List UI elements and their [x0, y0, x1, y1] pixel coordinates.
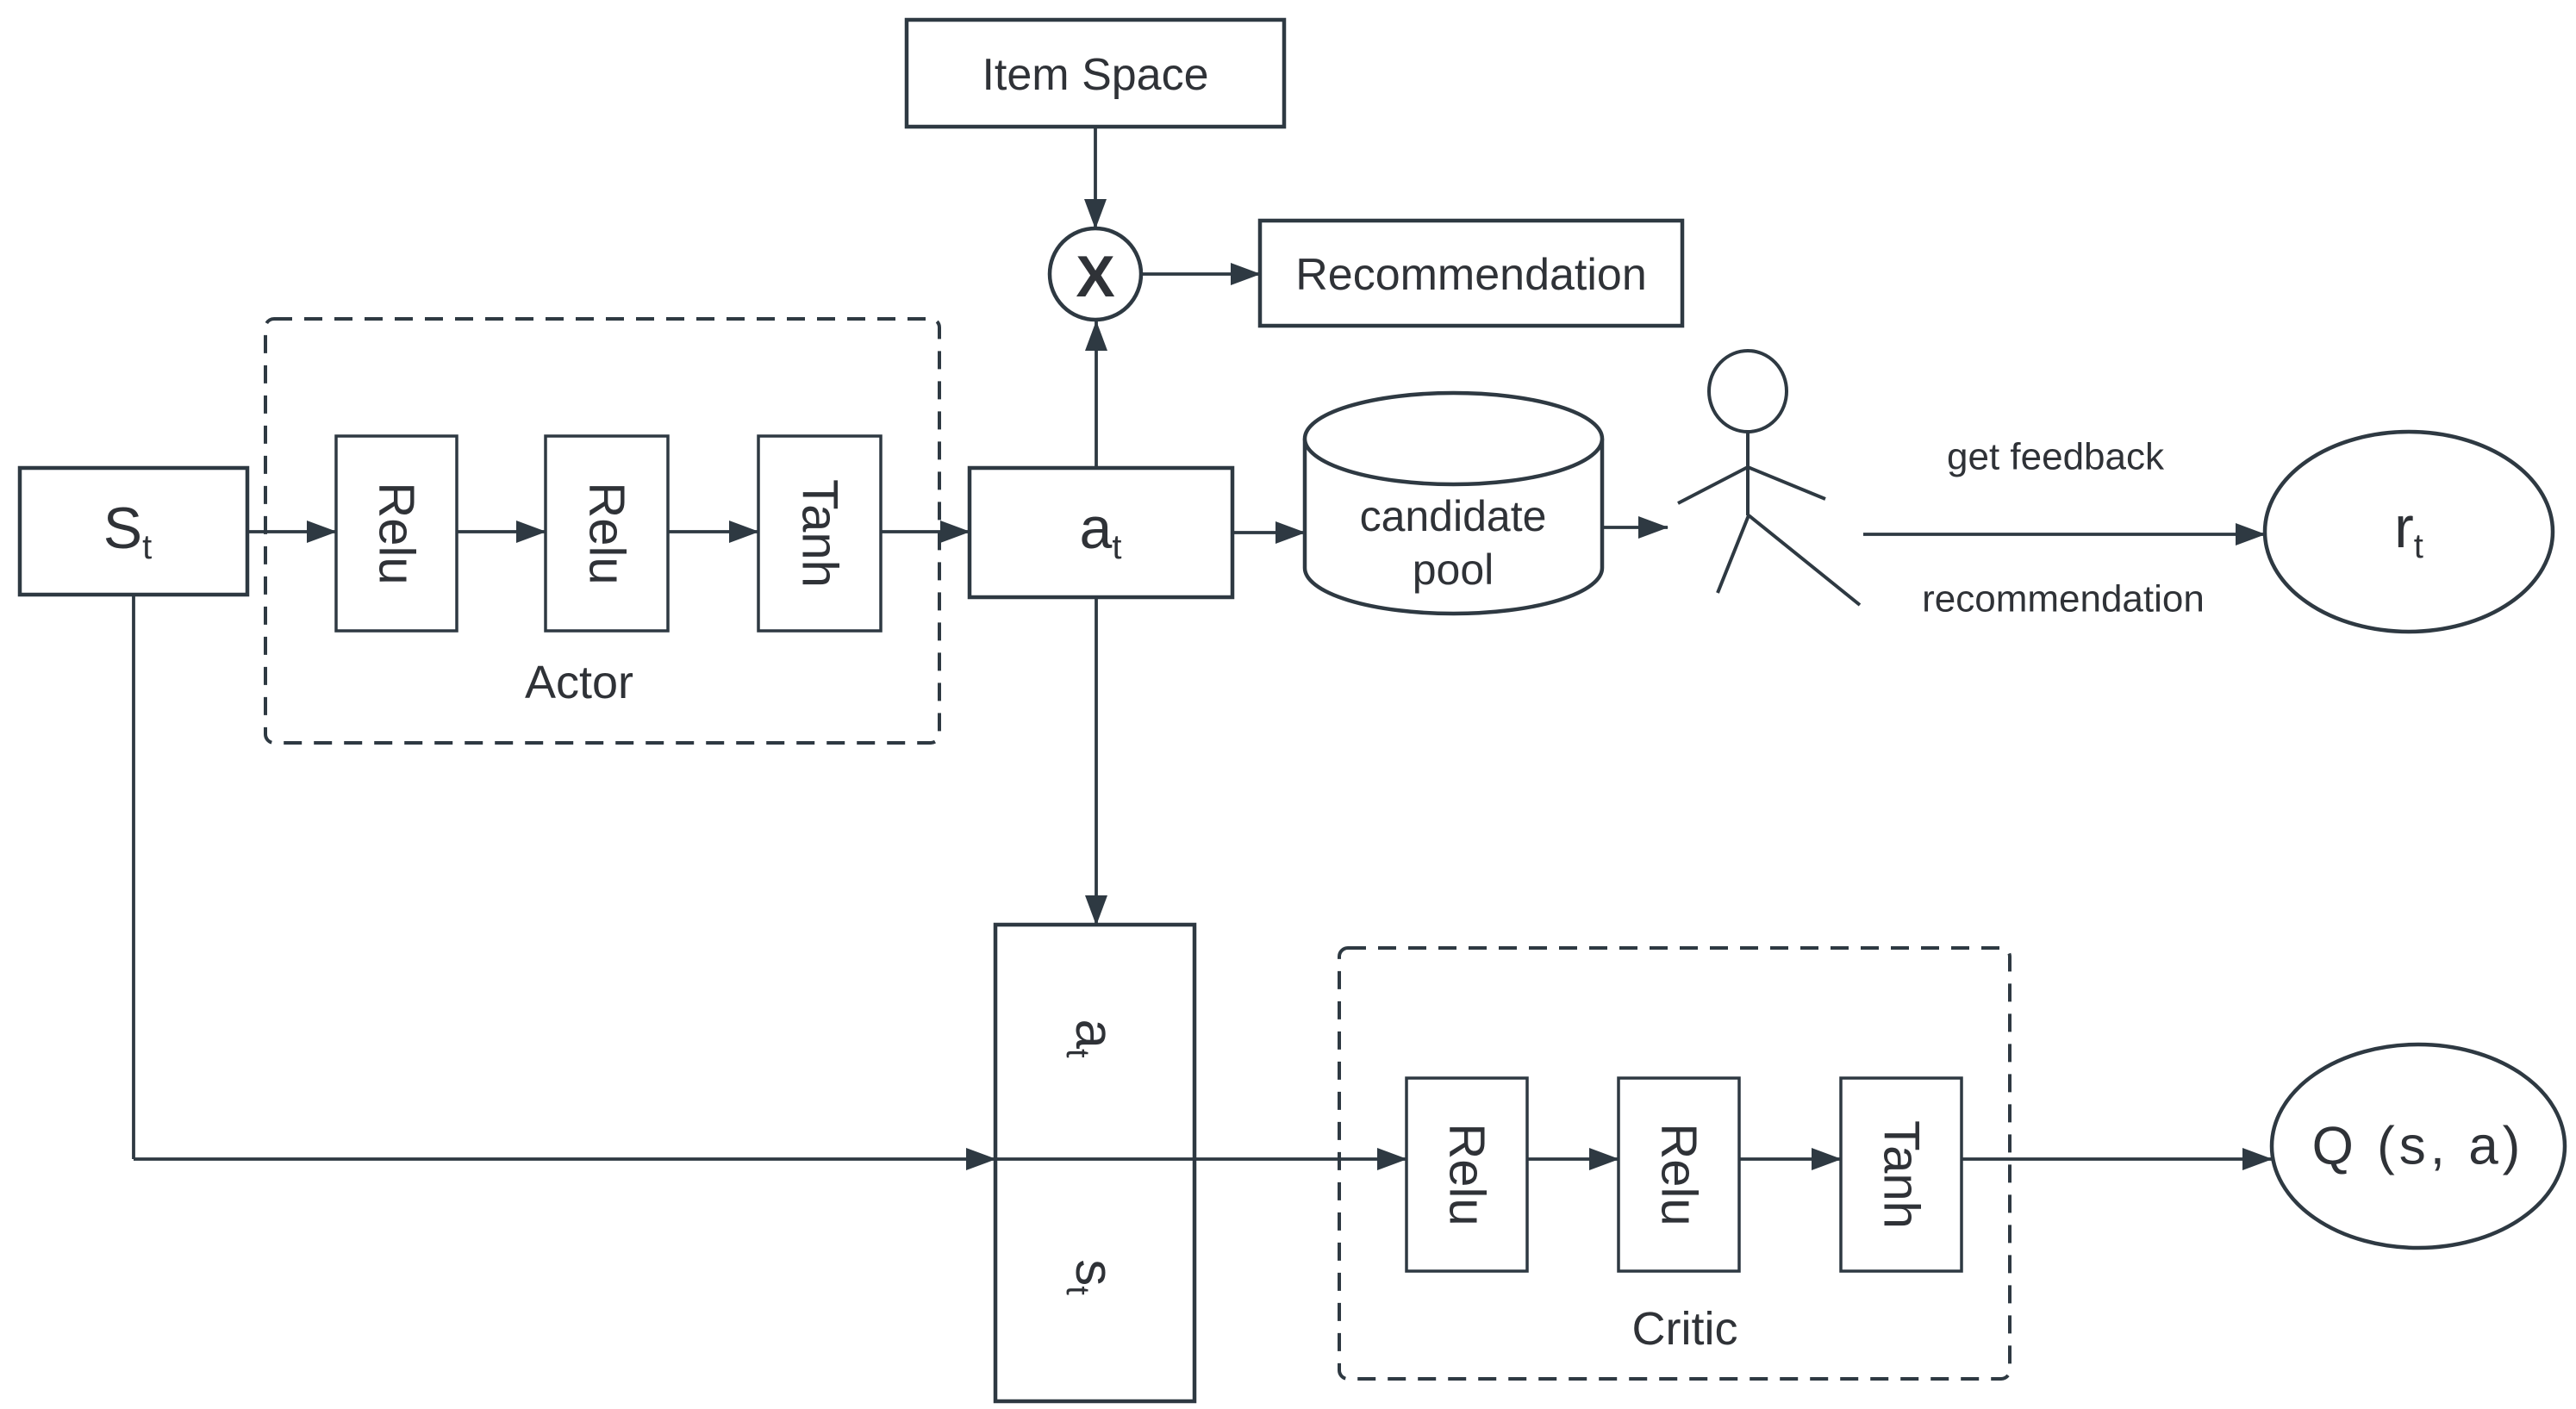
recommendation-node: Recommendation [1257, 218, 1685, 328]
critic-group: Critic Relu Relu Tanh [1338, 946, 2012, 1381]
critic-layer-relu2-label: Relu [1651, 1123, 1707, 1225]
critic-layer-tanh-label: Tanh [1874, 1120, 1930, 1229]
recommendation-box [1257, 218, 1685, 328]
user-right-leg [1747, 514, 1862, 607]
action-node: at [967, 465, 1235, 600]
candidate-pool-label-line1: candidate [1360, 492, 1547, 540]
actor-layer-tanh-box [757, 434, 883, 633]
recommendation-box-label: Recommendation [1295, 250, 1647, 300]
actor-group: Actor Relu Relu Tanh [264, 317, 941, 745]
concat-box [993, 922, 1197, 1404]
user-left-arm [1677, 465, 1749, 505]
concat-top-label: at [1059, 1019, 1125, 1057]
user-figure [1677, 349, 1862, 607]
state-label: St [103, 496, 152, 566]
multiply-node: X [1047, 226, 1144, 322]
reward-node: rt [2262, 429, 2555, 634]
candidate-pool-cylinder-top [1302, 390, 1605, 487]
user-right-arm [1747, 465, 1826, 501]
critic-layer-relu1-box [1405, 1076, 1529, 1273]
q-value-node: Q (s, a) [2269, 1042, 2567, 1250]
edge-label-get-feedback: get feedback [1947, 436, 2165, 478]
user-head [1707, 349, 1788, 433]
state-node: St [17, 465, 250, 597]
candidate-pool-node: candidate pool [1302, 390, 1605, 616]
critic-layer-relu2-box [1617, 1076, 1741, 1273]
item-space-node: Item Space [904, 17, 1287, 129]
actor-title: Actor [525, 657, 633, 708]
reward-label: rt [2394, 495, 2423, 565]
candidate-pool-label-line2: pool [1413, 546, 1494, 594]
actor-layer-relu2-label: Relu [579, 482, 635, 584]
critic-dashed-box [1338, 946, 2012, 1381]
candidate-pool-cylinder-body [1302, 439, 1605, 616]
concat-bottom-label: st [1059, 1259, 1125, 1295]
action-label: at [1080, 496, 1122, 566]
item-space-label: Item Space [982, 50, 1208, 100]
critic-layer-relu1-label: Relu [1439, 1123, 1495, 1225]
q-value-ellipse [2269, 1042, 2567, 1250]
critic-title: Critic [1632, 1303, 1738, 1355]
item-space-box [904, 17, 1287, 129]
actor-layer-tanh-label: Tanh [792, 479, 848, 588]
multiply-icon: X [1076, 244, 1114, 309]
critic-layer-tanh-box [1839, 1076, 1963, 1273]
concat-node: at st [993, 922, 1197, 1404]
q-value-label: Q (s, a) [2312, 1117, 2525, 1176]
edge-label-recommendation: recommendation [1922, 578, 2205, 620]
user-left-leg [1716, 514, 1750, 594]
actor-layer-relu1-label: Relu [369, 482, 425, 584]
state-box [17, 465, 250, 597]
actor-layer-relu2-box [544, 434, 670, 633]
